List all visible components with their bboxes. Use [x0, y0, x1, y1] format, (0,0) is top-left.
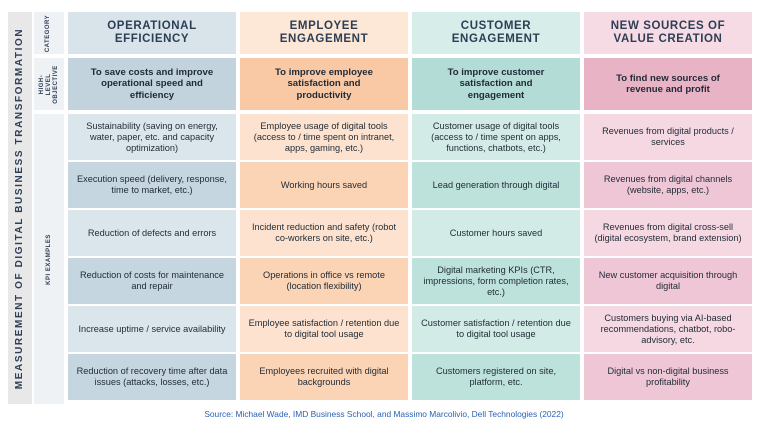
kpi-cell-operational-efficiency-1: Sustainability (saving on energy, water,…	[68, 114, 236, 160]
row-label-kpi: KPI EXAMPLES	[34, 114, 64, 404]
kpi-cell-new-sources-of-value-6: Digital vs non-digital business profitab…	[584, 354, 752, 400]
kpi-cell-customer-engagement-4: Digital marketing KPIs (CTR, impressions…	[412, 258, 580, 304]
row-label-objective-text: HIGH-LEVEL OBJECTIVE	[38, 64, 59, 104]
kpi-cell-operational-efficiency-6: Reduction of recovery time after data is…	[68, 354, 236, 400]
kpi-cell-employee-engagement-3: Incident reduction and safety (robot co-…	[240, 210, 408, 256]
sidebar-title-text: MEASUREMENT OF DIGITAL BUSINESS TRANSFOR…	[14, 27, 26, 389]
objective-customer-engagement: To improve customer satisfaction and eng…	[412, 58, 580, 110]
kpi-cell-customer-engagement-1: Customer usage of digital tools (access …	[412, 114, 580, 160]
header-employee-engagement: EMPLOYEE ENGAGEMENT	[240, 12, 408, 54]
kpi-cell-customer-engagement-6: Customers registered on site, platform, …	[412, 354, 580, 400]
row-label-category: CATEGORY	[34, 12, 64, 54]
kpi-cell-new-sources-of-value-2: Revenues from digital channels (website,…	[584, 162, 752, 208]
kpi-cell-new-sources-of-value-5: Customers buying via AI-based recommenda…	[584, 306, 752, 352]
header-operational-efficiency: OPERATIONAL EFFICIENCY	[68, 12, 236, 54]
kpi-cell-customer-engagement-5: Customer satisfaction / retention due to…	[412, 306, 580, 352]
header-customer-engagement: CUSTOMER ENGAGEMENT	[412, 12, 580, 54]
kpi-cell-operational-efficiency-3: Reduction of defects and errors	[68, 210, 236, 256]
kpi-cell-new-sources-of-value-1: Revenues from digital products / service…	[584, 114, 752, 160]
kpi-cell-employee-engagement-5: Employee satisfaction / retention due to…	[240, 306, 408, 352]
row-label-category-text: CATEGORY	[45, 14, 52, 52]
objective-new-sources-of-value: To find new sources of revenue and profi…	[584, 58, 752, 110]
objective-operational-efficiency: To save costs and improve operational sp…	[68, 58, 236, 110]
kpi-cell-customer-engagement-3: Customer hours saved	[412, 210, 580, 256]
kpi-cell-employee-engagement-1: Employee usage of digital tools (access …	[240, 114, 408, 160]
row-label-kpi-text: KPI EXAMPLES	[45, 233, 52, 285]
kpi-cell-employee-engagement-2: Working hours saved	[240, 162, 408, 208]
objective-employee-engagement: To improve employee satisfaction and pro…	[240, 58, 408, 110]
source-citation[interactable]: Source: Michael Wade, IMD Business Schoo…	[204, 409, 564, 419]
kpi-cell-operational-efficiency-2: Execution speed (delivery, response, tim…	[68, 162, 236, 208]
kpi-cell-employee-engagement-6: Employees recruited with digital backgro…	[240, 354, 408, 400]
kpi-cell-employee-engagement-4: Operations in office vs remote (location…	[240, 258, 408, 304]
sidebar-title: MEASUREMENT OF DIGITAL BUSINESS TRANSFOR…	[8, 12, 32, 404]
kpi-cell-new-sources-of-value-3: Revenues from digital cross-sell (digita…	[584, 210, 752, 256]
kpi-cell-customer-engagement-2: Lead generation through digital	[412, 162, 580, 208]
header-new-sources-of-value: NEW SOURCES OF VALUE CREATION	[584, 12, 752, 54]
kpi-cell-operational-efficiency-5: Increase uptime / service availability	[68, 306, 236, 352]
kpi-cell-operational-efficiency-4: Reduction of costs for maintenance and r…	[68, 258, 236, 304]
row-label-objective: HIGH-LEVEL OBJECTIVE	[34, 58, 64, 110]
kpi-cell-new-sources-of-value-4: New customer acquisition through digital	[584, 258, 752, 304]
